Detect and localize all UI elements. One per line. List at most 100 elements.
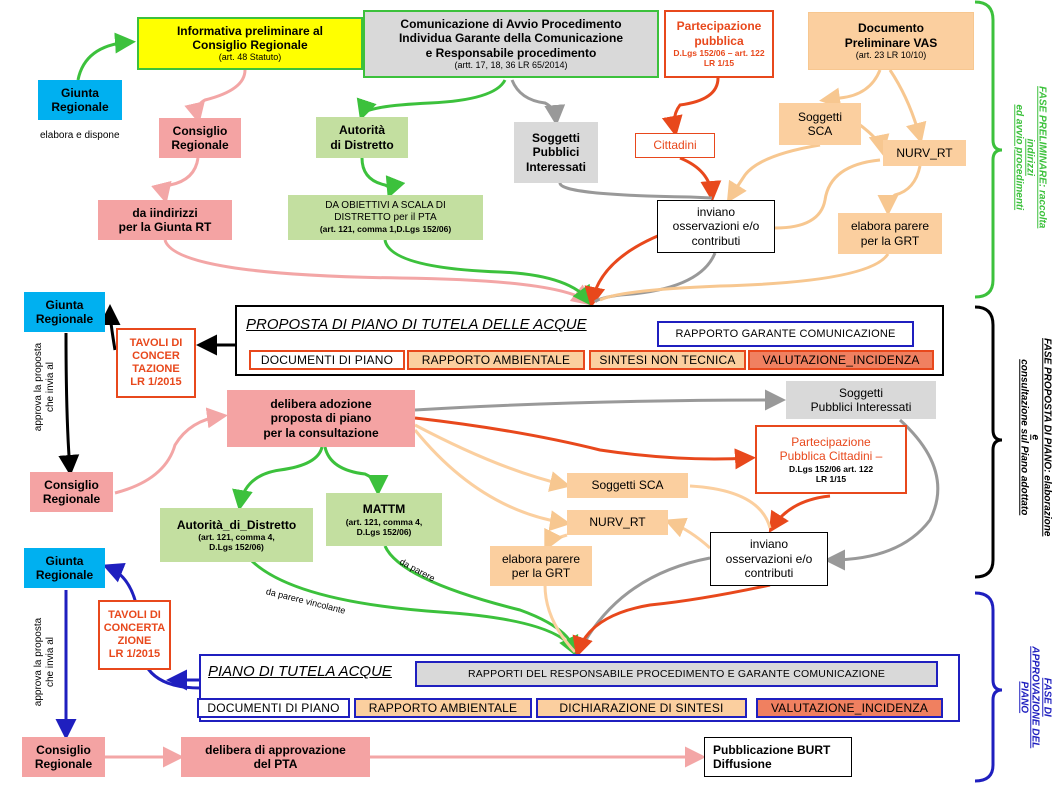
- doc-box-2-0: DOCUMENTI DI PIANO: [249, 350, 405, 370]
- pubblicazione-label: Pubblicazione BURT Diffusione: [713, 742, 831, 771]
- cittadini-box: Cittadini: [635, 133, 715, 158]
- arrow-inviano-piano-red: [572, 583, 771, 658]
- doc-label-2-3: VALUTAZIONE_INCIDENZA: [762, 353, 920, 367]
- elabora-parere-box-2: elabora parere per la GRT: [490, 546, 592, 586]
- arrow-partecipazione-cittadini: [661, 77, 720, 137]
- arrow-nurv-elabora-2: [544, 527, 568, 552]
- arrow-delibera-nurv: [413, 429, 571, 532]
- obiettivi-title: DA OBIETTIVI A SCALA DI DISTRETTO per il…: [325, 200, 446, 224]
- arrow-consiglio-delibera: [114, 407, 228, 495]
- phase3-label: FASE DI APPROVAZIONE DEL PIANO: [1018, 646, 1053, 749]
- arrow-comunicazione-autorita: [356, 79, 507, 121]
- soggetti-sca-box-2: Soggetti SCA: [567, 473, 688, 498]
- consiglio-box-2: Consiglio Regionale: [30, 472, 113, 512]
- rapporti-box: RAPPORTI DEL RESPONSABILE PROCEDIMENTO E…: [415, 661, 938, 687]
- arrow-autorita-obiettivi: [360, 157, 406, 199]
- arrow-cittadini-inviano: [679, 156, 722, 202]
- consiglio-box-1: Consiglio Regionale: [159, 118, 241, 158]
- arrow-nurv-elabora: [877, 165, 922, 216]
- autorita-title-2: Autorità_di_Distretto: [176, 517, 297, 532]
- arrow-comunicazione-soggetti: [510, 79, 566, 126]
- inviano-label-2: inviano osservazioni e/o contributi: [725, 537, 813, 581]
- soggetti-sca-box-1: Soggetti SCA: [779, 103, 861, 145]
- arrow-obiettivi-proposta: [383, 239, 594, 307]
- giunta-label-1: Giunta Regionale: [51, 85, 109, 114]
- tavoli-label-3: TAVOLI DI CONCERTA ZIONE LR 1/2015: [103, 608, 166, 661]
- inviano-label-1: inviano osservazioni e/o contributi: [672, 204, 760, 248]
- consiglio-label-3: Consiglio Regionale: [34, 742, 93, 771]
- soggetti-pubblici-box-2: Soggetti Pubblici Interessati: [786, 381, 936, 419]
- doc-box-2-2: SINTESI NON TECNICA: [589, 350, 746, 370]
- arrow-vas-nurv: [888, 69, 927, 144]
- delibera-label-3: delibera di approvazione del PTA: [205, 742, 346, 771]
- arrow-delibera-autorita: [232, 446, 324, 511]
- autorita-sub-2: (art. 121, comma 4, D.Lgs 152/06): [198, 532, 275, 553]
- doc-label-3-1: RAPPORTO AMBIENTALE: [368, 701, 518, 715]
- arrow-delibera-mattm: [323, 446, 389, 496]
- doc-box-3-3: VALUTAZIONE_INCIDENZA: [756, 698, 943, 718]
- tavoli-label-2: TAVOLI DI CONCER TAZIONE LR 1/2015: [129, 336, 183, 389]
- pubblicazione-box: Pubblicazione BURT Diffusione: [704, 737, 852, 777]
- indirizzi-box: da iindirizzi per la Giunta RT: [98, 200, 232, 240]
- mattm-sub: (art. 121, comma 4, D.Lgs 152/06): [345, 516, 423, 537]
- nurv-label-1: NURV_RT: [896, 145, 953, 160]
- arrow-elabora-proposta: [599, 253, 890, 302]
- arrow-inviano-proposta-red: [584, 233, 661, 308]
- giunta-box-1: Giunta Regionale: [38, 80, 122, 120]
- cittadini-label: Cittadini: [653, 138, 697, 153]
- arrow-giunta-consiglio: [58, 332, 80, 476]
- soggetti-pubblici-label-2: Soggetti Pubblici Interessati: [810, 385, 912, 414]
- autorita-box-2: Autorità_di_Distretto (art. 121, comma 4…: [160, 508, 313, 562]
- elabora-parere-label-2: elabora parere per la GRT: [501, 551, 581, 580]
- arrow-sca-inviano: [726, 143, 821, 204]
- proposta-title: PROPOSTA DI PIANO DI TUTELA DELLE ACQUE: [246, 316, 587, 333]
- tavoli-box-3: TAVOLI DI CONCERTA ZIONE LR 1/2015: [98, 600, 171, 670]
- comunicazione-sub: (artt. 17, 18, 36 LR 65/2014): [454, 60, 568, 71]
- arrow-soggetti-inviano: [558, 182, 713, 200]
- soggetti-sca-label-1: Soggetti SCA: [797, 109, 843, 138]
- consiglio-label-1: Consiglio Regionale: [171, 123, 229, 152]
- elabora-dispone-text: elabora e dispone: [40, 130, 120, 141]
- arrow-elabora-piano: [543, 584, 577, 654]
- rapporti-label: RAPPORTI DEL RESPONSABILE PROCEDIMENTO E…: [467, 668, 886, 680]
- inviano-box-2: inviano osservazioni e/o contributi: [710, 532, 828, 586]
- nurv-label-2: NURV_RT: [589, 515, 646, 530]
- piano-title: PIANO DI TUTELA ACQUE: [208, 663, 392, 680]
- approva-text-2: approva la proposta che invia al: [33, 342, 56, 432]
- elabora-parere-label-1: elabora parere per la GRT: [850, 219, 930, 248]
- rapporto-garante-label: RAPPORTO GARANTE COMUNICAZIONE: [675, 328, 896, 340]
- informativa-sub: (art. 48 Statuto): [218, 52, 282, 63]
- brace-phase3: [974, 591, 1003, 783]
- arrow-indirizzi-proposta: [163, 239, 593, 306]
- arrow-inviano-nurv: [774, 158, 881, 230]
- informativa-title: Informativa preliminare al Consiglio Reg…: [176, 23, 324, 53]
- nurv-box-1: NURV_RT: [883, 140, 966, 166]
- arrow-giunta-informativa: [76, 32, 136, 81]
- rapporto-garante-box: RAPPORTO GARANTE COMUNICAZIONE: [657, 321, 914, 347]
- giunta-box-2: Giunta Regionale: [24, 292, 105, 332]
- partecipazione-title: Partecipazione pubblica: [676, 19, 762, 48]
- arrow-partecipazione-inviano: [768, 494, 831, 534]
- partecipazione-sub-2: D.Lgs 152/06 art. 122 LR 1/15: [788, 463, 874, 484]
- obiettivi-box: DA OBIETTIVI A SCALA DI DISTRETTO per il…: [288, 195, 483, 240]
- elabora-parere-box-1: elabora parere per la GRT: [838, 213, 942, 254]
- arrow-vas-sca: [819, 69, 882, 109]
- obiettivi-sub: (art. 121, comma 1,D.Lgs 152/06): [319, 224, 452, 235]
- arrow-sca-inviano-2: [689, 484, 772, 529]
- giunta-box-3: Giunta Regionale: [24, 548, 105, 588]
- doc-box-3-1: RAPPORTO AMBIENTALE: [354, 698, 532, 718]
- soggetti-sca-label-2: Soggetti SCA: [591, 478, 664, 493]
- inviano-box-1: inviano osservazioni e/o contributi: [657, 200, 775, 253]
- comunicazione-title: Comunicazione di Avvio Procedimento Indi…: [398, 17, 624, 60]
- doc-label-2-0: DOCUMENTI DI PIANO: [260, 353, 394, 367]
- partecipazione-box: Partecipazione pubblica D.Lgs 152/06 – a…: [664, 10, 774, 78]
- delibera-box-2: delibera adozione proposta di piano per …: [227, 390, 415, 447]
- arrow-informativa-consiglio: [184, 69, 247, 124]
- doc-label-2-2: SINTESI NON TECNICA: [599, 353, 736, 367]
- delibera-box-3: delibera di approvazione del PTA: [181, 737, 370, 777]
- mattm-box: MATTM (art. 121, comma 4, D.Lgs 152/06): [326, 493, 442, 546]
- brace-phase2: [974, 305, 1003, 579]
- doc-box-2-1: RAPPORTO AMBIENTALE: [407, 350, 585, 370]
- tavoli-box-2: TAVOLI DI CONCER TAZIONE LR 1/2015: [116, 328, 196, 398]
